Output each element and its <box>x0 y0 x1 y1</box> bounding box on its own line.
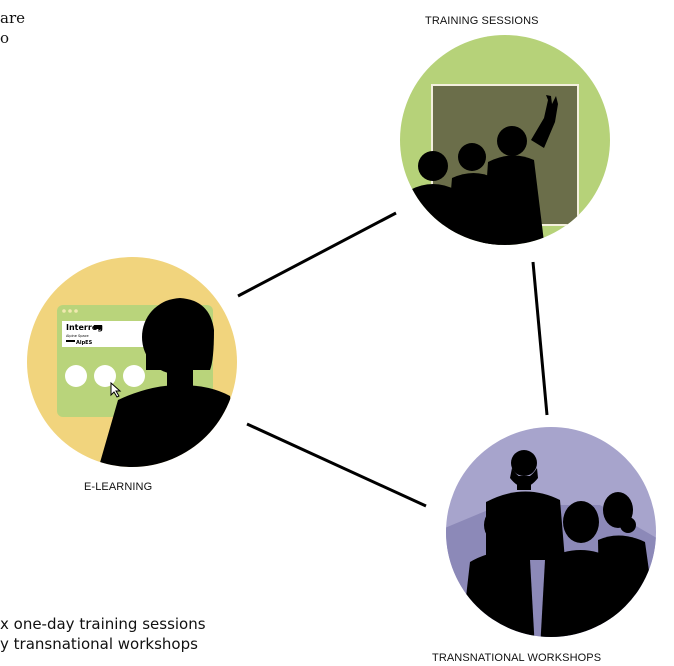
bottom-text-line1: x one-day training sessions <box>0 615 206 633</box>
connector-training-workshops <box>531 261 549 416</box>
e-learning-label: E-LEARNING <box>84 481 153 493</box>
connector-elearning-training <box>237 211 397 298</box>
mouse-pointer-icon <box>110 381 122 398</box>
logo-alpine-space: Alpine Space <box>66 334 89 338</box>
option-circle-2 <box>94 365 116 387</box>
option-circle-3 <box>123 365 145 387</box>
e-learning-node <box>27 257 237 467</box>
transnational-workshops-node <box>446 427 656 637</box>
option-circle-1 <box>65 365 87 387</box>
transnational-workshops-label: TRANSNATIONAL WORKSHOPS <box>432 652 602 664</box>
top-text-line2: o <box>0 29 10 47</box>
logo-alpes: AlpES <box>76 340 93 346</box>
connector-elearning-workshops <box>246 422 427 508</box>
top-text-line1: are <box>0 9 25 27</box>
bottom-text-line2: y transnational workshops <box>0 635 198 653</box>
training-sessions-node <box>400 35 610 245</box>
logo-interreg: Interreg <box>66 323 103 332</box>
training-sessions-label: TRAINING SESSIONS <box>425 15 539 27</box>
